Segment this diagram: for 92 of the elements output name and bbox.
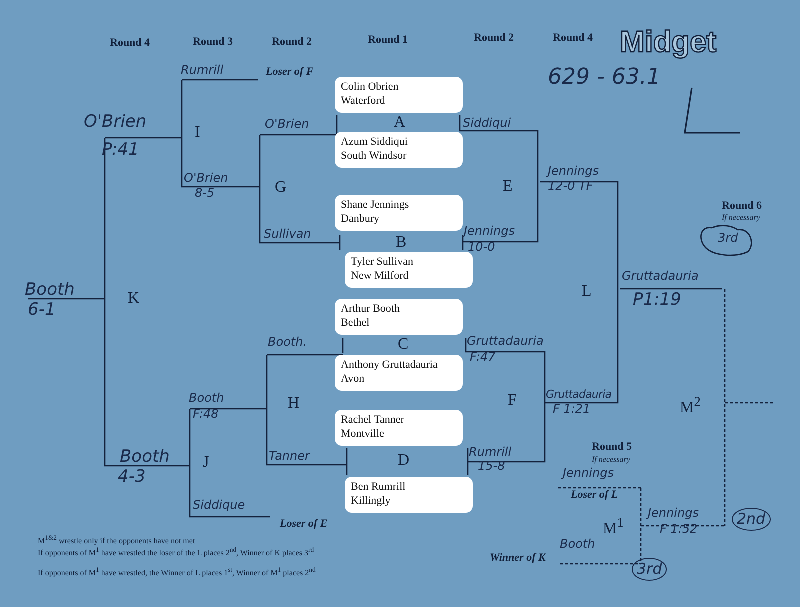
match-letter: F — [508, 392, 517, 410]
handwritten-note: F:47 — [470, 351, 496, 364]
handwritten-note: Siddique — [193, 499, 246, 512]
town-name: Bethel — [341, 316, 371, 330]
wrestler-name: Anthony Gruttadauria — [341, 358, 439, 372]
footnote: If opponents of M$^{1}$ have wrestled, the Winner of L places 1$^{st}$, Winner of M$^{1}$ places 2$^{nd}$ — [38, 567, 316, 578]
wrestler-card — [335, 410, 463, 446]
circled-place: 2nd — [732, 508, 771, 530]
match-letter: A — [394, 114, 406, 132]
handwritten-note: 4-3 — [118, 468, 146, 487]
handwritten-note: Jennings — [648, 507, 699, 520]
handwritten-note: O'Brien — [265, 118, 310, 132]
handwritten-note: Booth — [120, 448, 170, 467]
wrestler-card — [335, 132, 463, 168]
slot-label: Loser of E — [280, 518, 328, 530]
round-subheading: If necessary — [722, 214, 760, 223]
town-name: Danbury — [341, 212, 380, 226]
handwritten-note: Jennings — [548, 165, 599, 178]
handwritten-note: Jennings — [563, 467, 614, 480]
slot-label: Winner of K — [490, 552, 546, 564]
slot-label: Loser of F — [266, 66, 314, 78]
handwritten-note: P1:19 — [633, 291, 682, 310]
town-name: Avon — [341, 372, 366, 386]
footnote: If opponents of M$^{1}$ have wrestled the loser of the L places 2$^{nd}$, Winner of K places 3$^{rd}$ — [38, 547, 314, 558]
wrestler-card — [345, 477, 473, 513]
match-letter: J — [203, 454, 210, 472]
handwritten-note: 15-8 — [478, 460, 506, 474]
wrestler-card — [335, 355, 463, 391]
handwritten-note: Tanner — [269, 450, 310, 464]
wrestler-card — [335, 77, 463, 113]
match-letter: G — [275, 179, 287, 197]
handwritten-note: Rumrill — [181, 64, 224, 78]
round-subheading: If necessary — [592, 456, 630, 465]
round-heading: Round 5 — [592, 441, 632, 454]
town-name: Killingly — [351, 494, 392, 508]
handwritten-note: Rumrill — [469, 446, 512, 460]
round-heading: Round 3 — [193, 36, 234, 48]
handwritten-note: 12-0 TF — [548, 180, 594, 194]
handwritten-note: O'Brien — [84, 113, 147, 132]
slot-label: Loser of L — [571, 489, 618, 502]
handwritten-note: Booth — [189, 392, 224, 406]
wrestler-name: Tyler Sullivan — [351, 255, 414, 269]
round-heading: Round 1 — [368, 34, 408, 46]
round-heading: Round 6 — [722, 200, 762, 212]
round-heading: Round 4 — [110, 37, 150, 50]
handwritten-note: Gruttadauria — [546, 389, 612, 402]
town-name: Montville — [341, 427, 386, 441]
match-letter: M$^{2}$ — [680, 395, 701, 417]
wrestler-name: Shane Jennings — [341, 198, 410, 212]
round-heading: Round 2 — [474, 32, 514, 44]
wrestler-name: Colin Obrien — [341, 80, 400, 94]
handwritten-note: Booth. — [268, 336, 308, 350]
wrestler-name: Azum Siddiqui — [341, 135, 409, 149]
handwritten-note: Siddiqui — [463, 117, 512, 130]
handwritten-note: F 1:21 — [553, 403, 591, 416]
handwritten-note: Booth — [560, 538, 596, 552]
handwritten-note: Jennings — [464, 225, 515, 238]
handwritten-note: Gruttadauria — [622, 270, 699, 284]
match-letter: M$^{1}$ — [603, 516, 624, 538]
town-name: South Windsor — [341, 149, 408, 163]
wrestler-name: Rachel Tanner — [341, 413, 406, 427]
handwritten-note: 3rd — [718, 232, 738, 246]
wrestler-card — [335, 195, 463, 231]
match-letter: E — [503, 178, 513, 196]
bracket-title: Midget — [620, 26, 717, 60]
match-letter: K — [128, 290, 140, 308]
match-letter: B — [396, 234, 407, 252]
match-letter: I — [195, 124, 200, 142]
handwritten-note: 629 - 63.1 — [548, 66, 661, 90]
circled-place: 3rd — [632, 558, 668, 580]
handwritten-note: F 1:52 — [660, 523, 698, 536]
handwritten-note: 8-5 — [195, 187, 215, 200]
match-letter: D — [398, 452, 410, 470]
match-letter: C — [398, 336, 409, 354]
handwritten-note: Gruttadauria — [467, 335, 544, 348]
wrestler-card — [345, 252, 473, 288]
handwritten-note: O'Brien — [184, 172, 228, 186]
town-name: Waterford — [341, 94, 386, 108]
wrestler-card — [335, 299, 463, 335]
round-heading: Round 4 — [553, 32, 594, 44]
handwritten-note: Booth — [25, 281, 75, 300]
match-letter: H — [288, 395, 300, 413]
handwritten-note: 10-0 — [468, 241, 496, 254]
handwritten-note: 6-1 — [28, 301, 56, 320]
footnote: M$^{1&2}$ wrestle only if the opponents have not met — [38, 535, 196, 546]
handwritten-note: Sullivan — [264, 228, 312, 242]
town-name: New Milford — [351, 269, 410, 283]
handwritten-note: F:48 — [193, 408, 219, 422]
wrestler-name: Ben Rumrill — [351, 480, 407, 494]
match-letter: L — [582, 283, 592, 301]
round-heading: Round 2 — [272, 36, 312, 48]
wrestler-name: Arthur Booth — [341, 302, 401, 316]
